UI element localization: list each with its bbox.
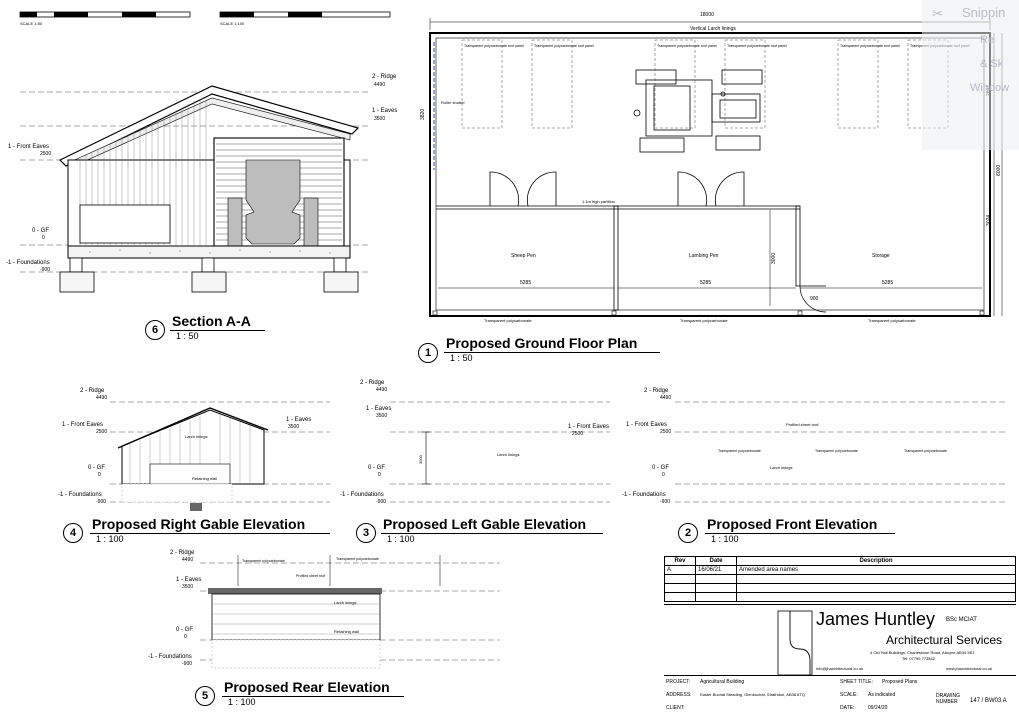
- svg-text:Transparent polycarbonate: Transparent polycarbonate: [815, 449, 858, 453]
- view-number-1: 1: [418, 343, 438, 363]
- svg-text:Larch linings: Larch linings: [334, 600, 356, 605]
- svg-text:Roller shutter: Roller shutter: [441, 100, 465, 105]
- svg-text:4490: 4490: [374, 82, 385, 88]
- logo-icon: [777, 610, 813, 676]
- svg-text:Larch linings: Larch linings: [497, 452, 519, 457]
- svg-text:Transparent polycarbonate: Transparent polycarbonate: [242, 559, 285, 563]
- level-ridge: 2 - Ridge: [372, 74, 397, 80]
- svg-text:Transparent polycarbonate: Transparent polycarbonate: [484, 318, 532, 323]
- svg-text:Transparent polycarbonate: Transparent polycarbonate: [680, 318, 728, 323]
- revision-row: [664, 574, 1016, 584]
- level-gf: 0 - GF: [32, 228, 49, 234]
- section-levels: 2 - Ridge 4490 1 - Eaves 3500 1 - Front …: [6, 74, 397, 273]
- svg-text:3000: 3000: [418, 454, 423, 464]
- svg-text:-900: -900: [40, 267, 50, 273]
- svg-text:5285: 5285: [882, 280, 893, 286]
- scale-bar-1-100: SCALE 1:100: [219, 11, 391, 26]
- ground-floor-plan: [429, 18, 1003, 317]
- svg-text:3500: 3500: [374, 116, 385, 122]
- scale-label-50: SCALE 1:50: [20, 21, 43, 26]
- revision-row: [664, 592, 1016, 602]
- plan-overall-width: 18000: [700, 12, 714, 18]
- firm-name: Architectural Services: [886, 633, 1003, 647]
- view-number-2: 2: [678, 523, 698, 543]
- svg-text:Larch linings: Larch linings: [185, 434, 207, 439]
- svg-text:5285: 5285: [700, 280, 711, 286]
- drawing-number: 147 / BW03 A: [970, 698, 1007, 704]
- svg-text:Larch linings: Larch linings: [770, 465, 792, 470]
- view-number-4: 4: [63, 523, 83, 543]
- view-number-3: 3: [356, 523, 376, 543]
- svg-text:Transparent polycarbonate: Transparent polycarbonate: [904, 449, 947, 453]
- svg-text:6000: 6000: [996, 165, 1002, 176]
- svg-text:Transparent polycarbonate roof: Transparent polycarbonate roof panel: [727, 44, 787, 48]
- right-gable-elevation: [117, 407, 269, 511]
- svg-text:Transparent polycarbonate: Transparent polycarbonate: [336, 557, 379, 561]
- svg-text:Transparent polycarbonate roof: Transparent polycarbonate roof panel: [840, 44, 900, 48]
- level-front-eaves: 1 - Front Eaves: [8, 144, 49, 150]
- section-a-a: [20, 85, 370, 293]
- svg-text:3820: 3820: [420, 109, 426, 120]
- svg-text:Transparent polycarbonate roof: Transparent polycarbonate roof panel: [534, 44, 594, 48]
- svg-text:5285: 5285: [520, 280, 531, 286]
- revision-row: [664, 583, 1016, 593]
- plan-text: 18000 Vertical Larch linings Roller shut…: [420, 12, 1002, 323]
- site-address: Easter Buchat Steading, Glenbuchat, Stra…: [700, 692, 805, 697]
- left-gable-elevation: [422, 431, 430, 485]
- title-block: James Huntley BSc MCIAT Architectural Se…: [664, 604, 1016, 717]
- snipping-title: Snippin: [962, 5, 1006, 20]
- architect-name: James Huntley: [816, 609, 936, 629]
- left-gable-notes: Larch linings 3000: [418, 452, 519, 464]
- svg-text:Retaining wall: Retaining wall: [192, 476, 217, 481]
- view-number-6: 6: [145, 320, 165, 340]
- view-number-5: 5: [195, 686, 215, 706]
- revision-table: Rev Date Description A 16/06/21 Amended …: [664, 556, 1016, 602]
- svg-text:Transparent polycarbonate roof: Transparent polycarbonate roof panel: [464, 44, 524, 48]
- rear-elevation: [208, 555, 441, 669]
- svg-text:Retaining wall: Retaining wall: [334, 629, 359, 634]
- front-elevation-notes: Profiled sheet roof Transparent polycarb…: [718, 422, 947, 470]
- rear-elevation-notes: Transparent polycarbonate Transparent po…: [242, 557, 379, 634]
- svg-text:3000: 3000: [771, 253, 777, 264]
- svg-text:Transparent polycarbonate roof: Transparent polycarbonate roof panel: [657, 44, 717, 48]
- svg-text:2500: 2500: [40, 151, 51, 157]
- scale-label-100: SCALE 1:100: [220, 21, 245, 26]
- level-foundations: -1 - Foundations: [6, 260, 50, 266]
- svg-text:Profiled sheet roof: Profiled sheet roof: [786, 422, 819, 427]
- svg-text:Profiled sheet roof: Profiled sheet roof: [296, 574, 325, 578]
- revision-header: Rev Date Description: [664, 556, 1016, 566]
- plan-top-label: Vertical Larch linings: [690, 26, 736, 32]
- snipping-icon: ✂: [932, 6, 943, 21]
- svg-text:Transparent polycarbonate: Transparent polycarbonate: [868, 318, 916, 323]
- sheet-title: Proposed Plans: [882, 679, 918, 685]
- svg-text:900: 900: [810, 296, 819, 302]
- room-sheep-pen: Sheep Pen: [511, 253, 536, 259]
- svg-text:0: 0: [42, 235, 45, 241]
- project-name: Agricultural Building: [700, 679, 745, 685]
- level-eaves: 1 - Eaves: [372, 108, 397, 114]
- scale-bar-1-50: SCALE 1:50: [19, 11, 191, 26]
- svg-text:Transparent polycarbonate: Transparent polycarbonate: [718, 449, 761, 453]
- room-lambing-pen: Lambing Pen: [689, 253, 719, 259]
- revision-row: A 16/06/21 Amended area names: [664, 565, 1016, 575]
- svg-text:3024: 3024: [986, 215, 992, 226]
- partition-label: 1.1m high partition: [582, 199, 615, 204]
- room-storage: Storage: [872, 253, 890, 259]
- snipping-tool-overlay[interactable]: ✂ Snippin Re & Sk Window: [922, 0, 1019, 150]
- right-gable-notes: Larch linings Retaining wall: [185, 434, 217, 481]
